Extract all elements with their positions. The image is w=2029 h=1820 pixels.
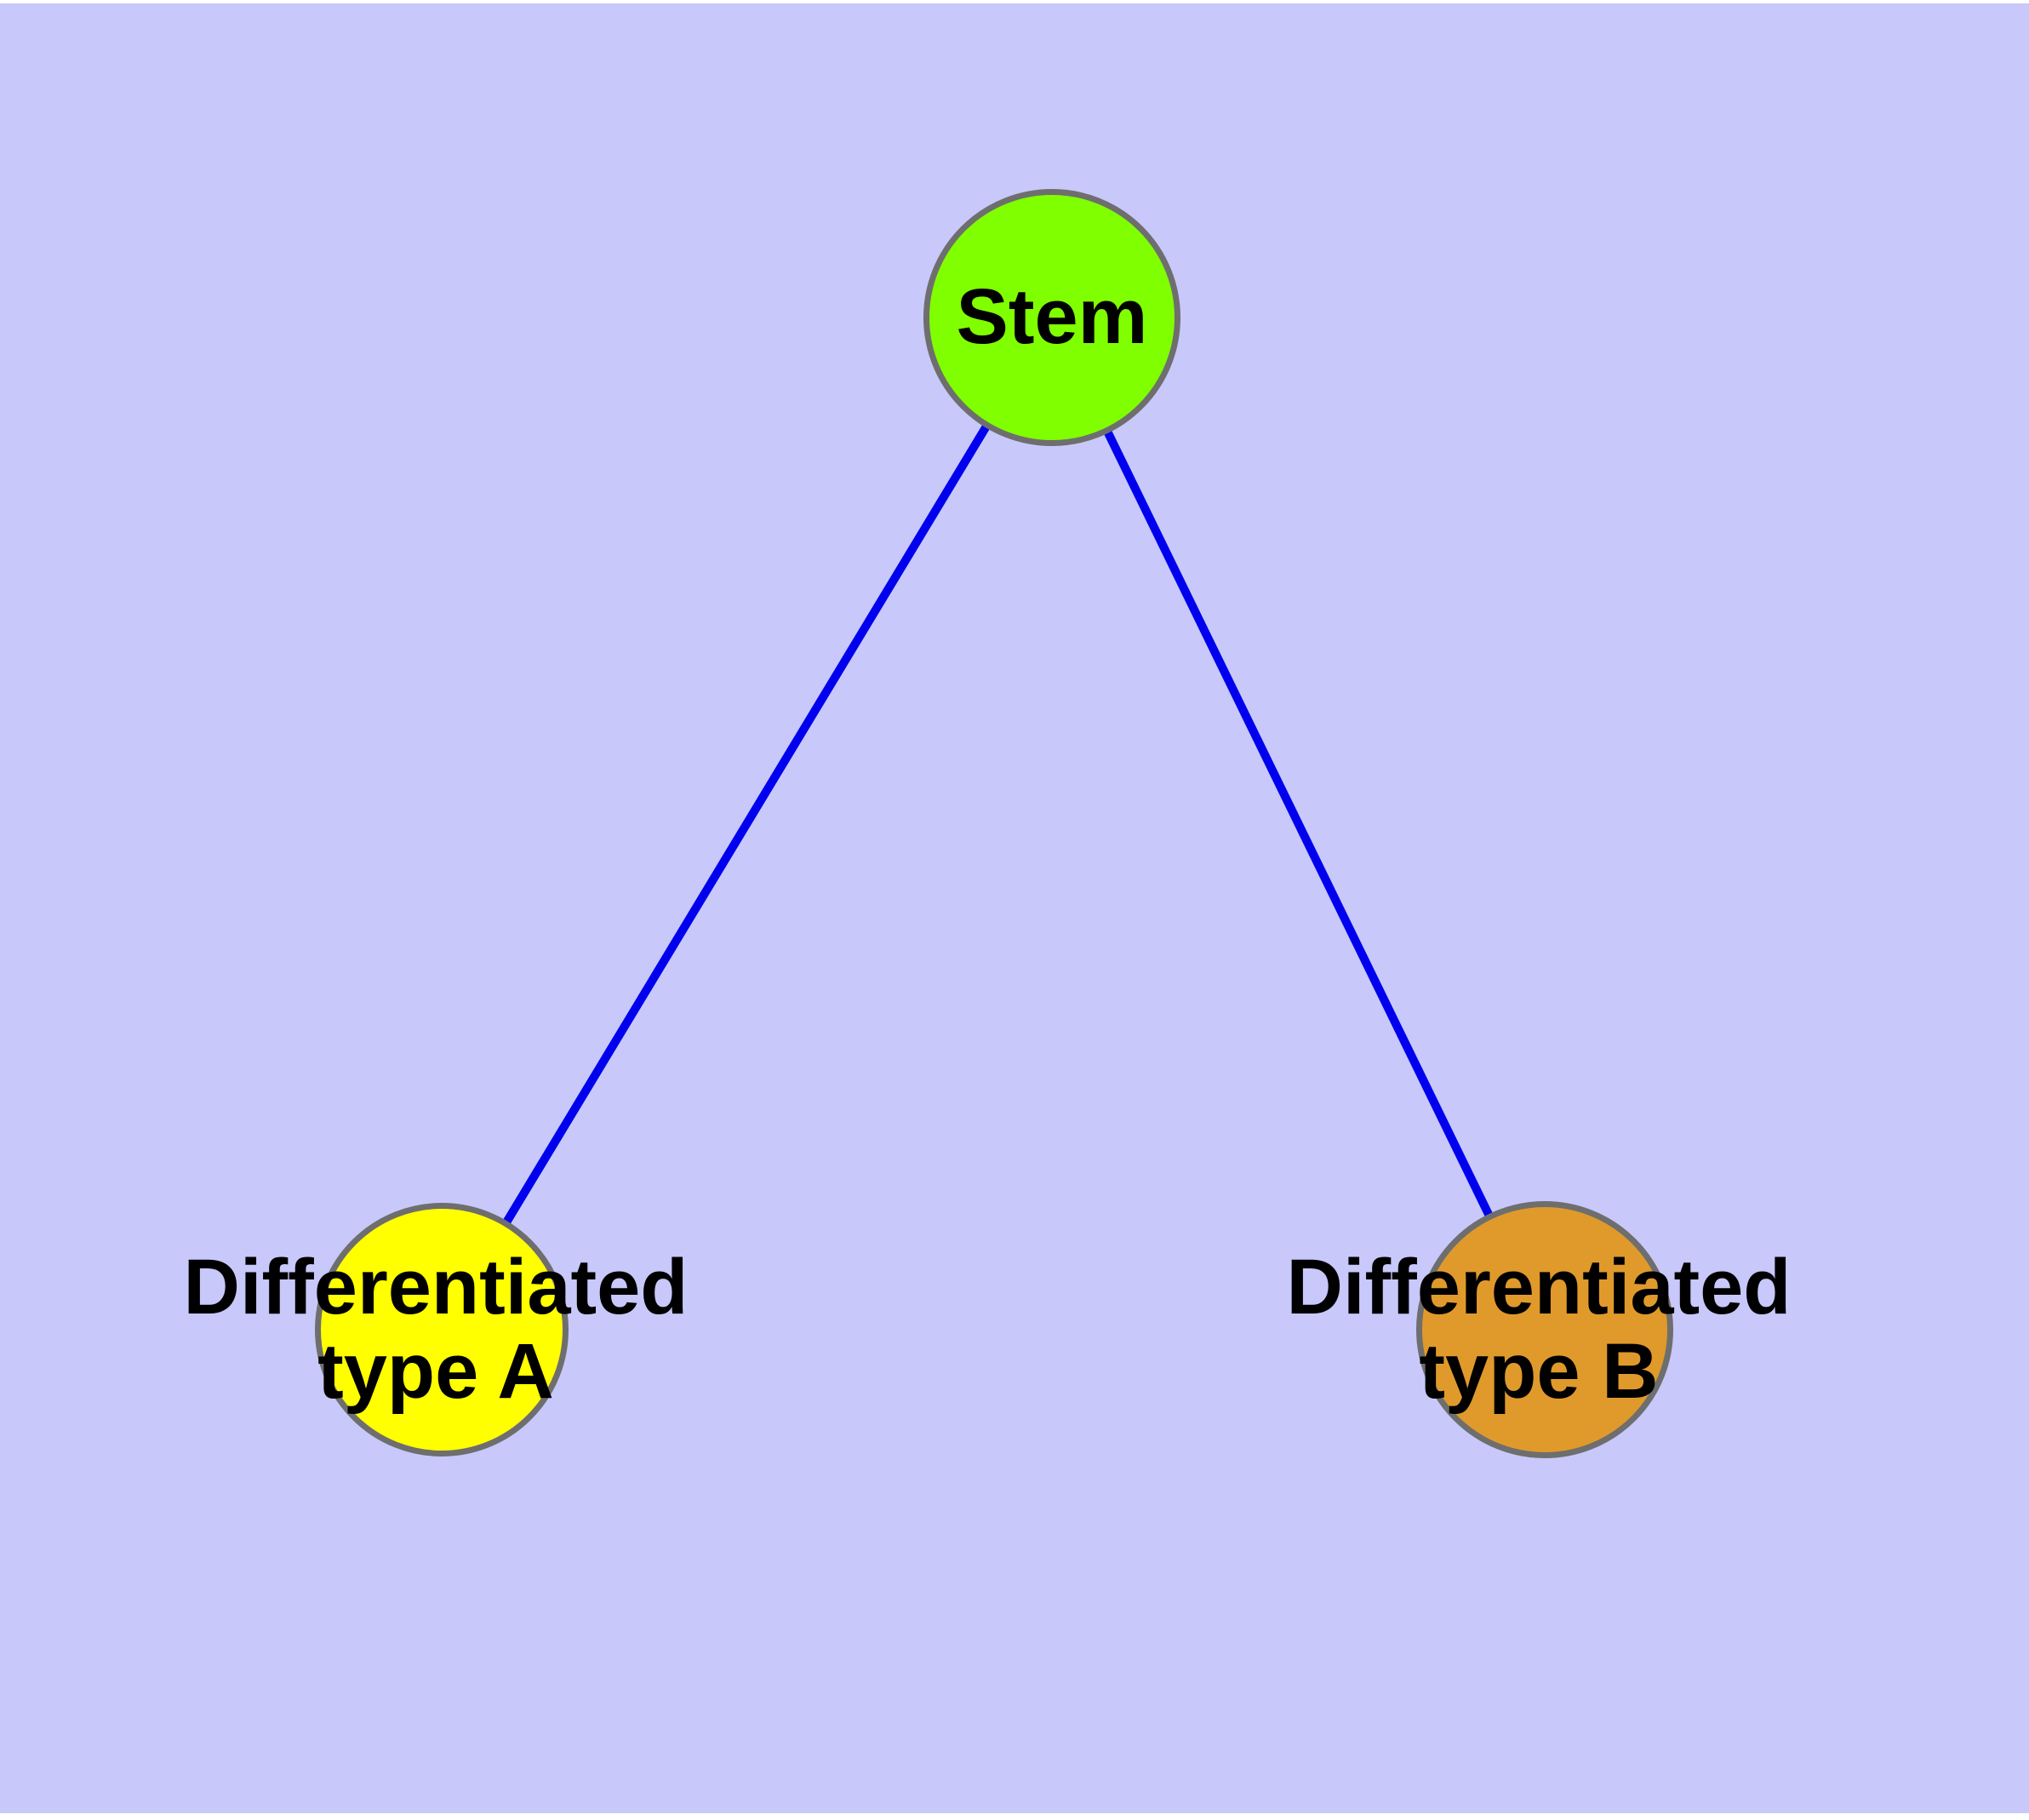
edge-stem-to-differentiated-type-a [437,315,1056,1332]
node-differentiated-type-a[interactable] [315,1203,569,1457]
node-differentiated-type-b[interactable] [1416,1201,1673,1458]
node-stem[interactable] [923,189,1180,446]
edge-stem-to-differentiated-type-b [1048,315,1549,1332]
